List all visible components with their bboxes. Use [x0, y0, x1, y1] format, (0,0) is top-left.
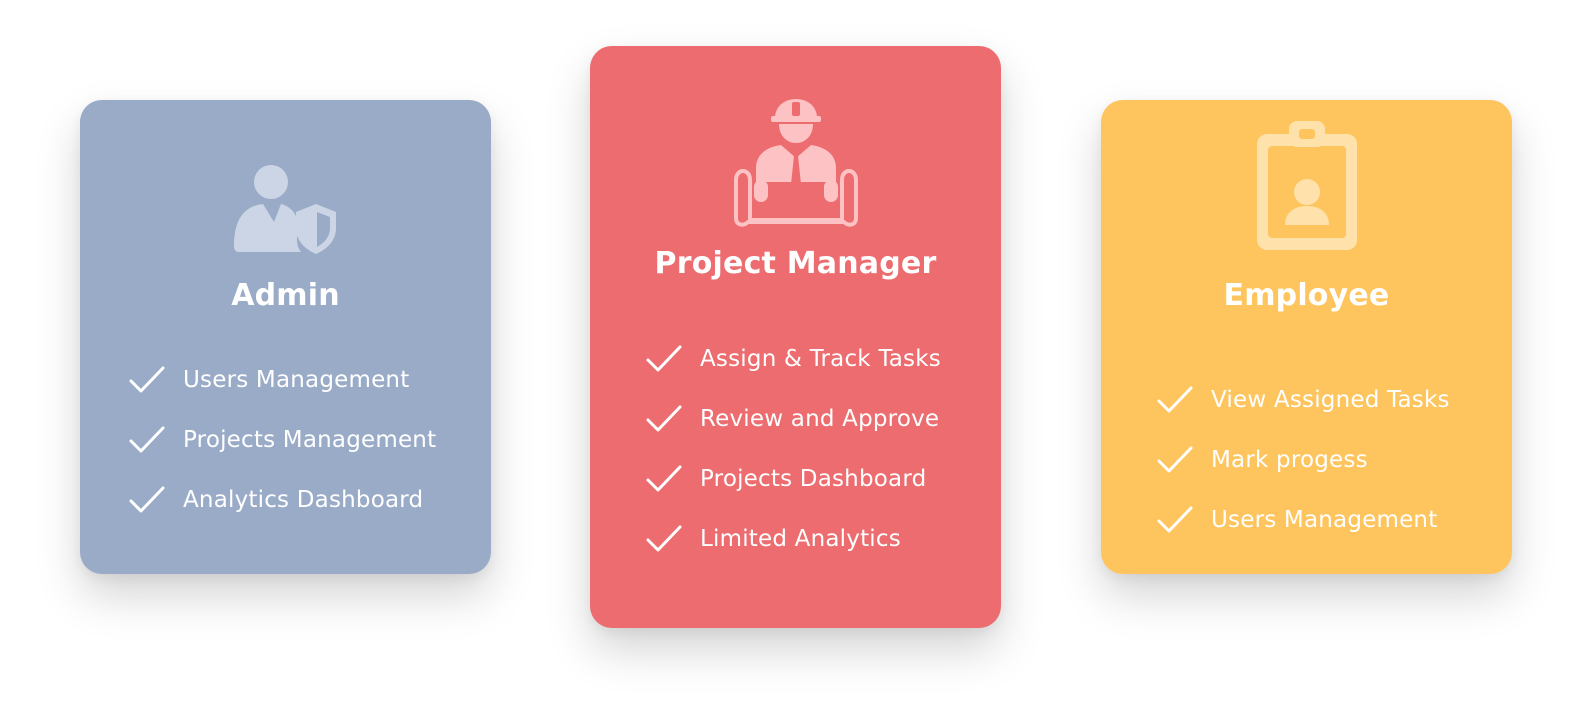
- feature-label: Review and Approve: [700, 406, 940, 432]
- feature-label: Mark progess: [1211, 447, 1368, 473]
- feature-label: View Assigned Tasks: [1211, 387, 1450, 413]
- check-icon: [1157, 446, 1193, 473]
- check-icon: [129, 366, 165, 393]
- feature-label: Users Management: [183, 367, 410, 393]
- engineer-helmet-icon: [733, 99, 858, 227]
- check-icon: [1157, 506, 1193, 533]
- feature-label: Analytics Dashboard: [183, 487, 424, 513]
- feature-item: Mark progess: [1156, 430, 1450, 490]
- feature-item: Assign & Track Tasks: [645, 329, 941, 389]
- check-icon: [1157, 386, 1193, 413]
- check-icon: [646, 465, 682, 492]
- feature-list: View Assigned Tasks Mark progess Users M…: [1156, 370, 1450, 550]
- feature-item: Users Management: [128, 350, 436, 410]
- feature-item: Projects Management: [128, 410, 436, 470]
- employee-card[interactable]: Employee View Assigned Tasks Mark proges…: [1101, 100, 1512, 574]
- feature-label: Projects Dashboard: [700, 466, 927, 492]
- admin-card[interactable]: Admin Users Management Projects Manageme…: [80, 100, 491, 574]
- feature-label: Users Management: [1211, 507, 1438, 533]
- admin-shield-icon: [233, 165, 336, 254]
- card-title: Project Manager: [654, 246, 937, 281]
- feature-item: Analytics Dashboard: [128, 470, 436, 530]
- card-title: Employee: [1223, 278, 1390, 313]
- card-title: Admin: [231, 278, 340, 313]
- feature-label: Assign & Track Tasks: [700, 346, 941, 372]
- feature-item: Projects Dashboard: [645, 449, 941, 509]
- feature-item: View Assigned Tasks: [1156, 370, 1450, 430]
- feature-label: Projects Management: [183, 427, 437, 453]
- id-badge-icon: [1256, 121, 1357, 250]
- feature-item: Limited Analytics: [645, 509, 941, 569]
- feature-item: Review and Approve: [645, 389, 941, 449]
- check-icon: [646, 525, 682, 552]
- feature-list: Assign & Track Tasks Review and Approve …: [645, 329, 941, 569]
- check-icon: [646, 405, 682, 432]
- project-manager-card[interactable]: Project Manager Assign & Track Tasks Rev…: [590, 46, 1001, 628]
- check-icon: [129, 486, 165, 513]
- feature-item: Users Management: [1156, 490, 1450, 550]
- feature-label: Limited Analytics: [700, 526, 901, 552]
- check-icon: [646, 345, 682, 372]
- check-icon: [129, 426, 165, 453]
- feature-list: Users Management Projects Management Ana…: [128, 350, 436, 530]
